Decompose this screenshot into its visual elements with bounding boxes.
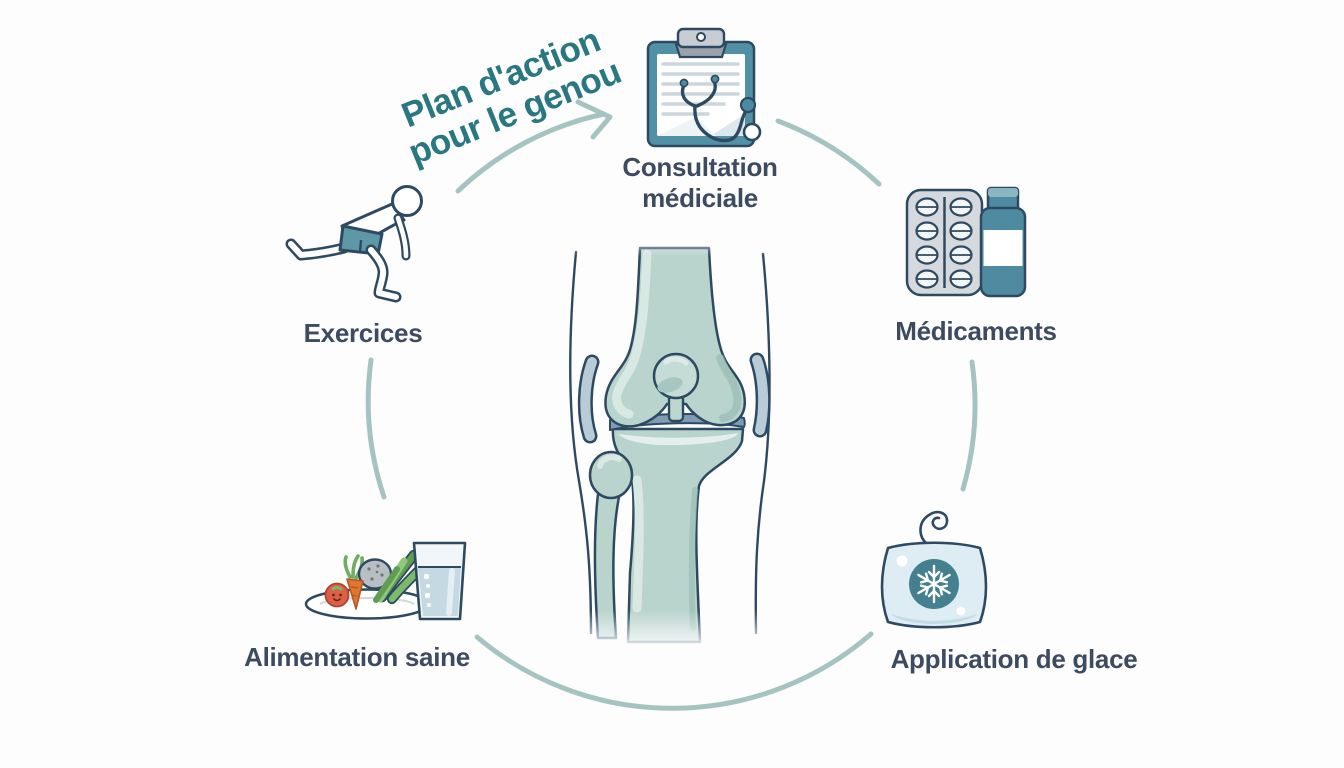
pack-twist-top: [919, 510, 949, 546]
arrow-head-icon: [575, 99, 613, 140]
ligament-patches: [577, 352, 771, 444]
medicine-bottle: [979, 186, 1027, 298]
paper-lines: [661, 62, 740, 116]
stethoscope-head: [739, 96, 757, 114]
arc-bottom: [474, 631, 874, 711]
top-fade: [540, 228, 810, 256]
arrow-shaft: [455, 111, 607, 194]
clipboard-clip: [674, 27, 728, 59]
pill-blister-pack: [905, 188, 984, 297]
arc-right: [960, 359, 978, 492]
bubbles: [424, 574, 431, 607]
label-alimentation: Alimentation saine: [244, 642, 470, 672]
clipboard-stethoscope-icon: [646, 27, 762, 148]
pill-blister-and-bottle-icon: [905, 186, 1027, 298]
carrot: [346, 578, 364, 610]
knee-joint-illustration: [540, 228, 810, 658]
bottom-fade: [540, 610, 810, 658]
plate: [304, 588, 430, 620]
label-consultation: Consultation médiciale: [540, 152, 860, 213]
label-medicaments: Médicaments: [895, 316, 1057, 346]
label-consultation-line1: Consultation: [622, 152, 778, 182]
arc-top-right: [775, 118, 882, 187]
head: [391, 185, 423, 217]
tomato-face: [324, 582, 350, 608]
water-glass: [412, 541, 467, 621]
arc-left: [365, 357, 387, 500]
ice-pack-snowflake-icon: [880, 510, 988, 629]
label-consultation-line2: médiciale: [642, 182, 758, 213]
femur-bone: [604, 246, 747, 428]
fibula-bone: [588, 450, 634, 640]
leg-outline: [569, 250, 771, 635]
healthy-plate-and-water-icon: [304, 541, 467, 621]
running-person-icon: [285, 185, 423, 303]
label-glace: Application de glace: [890, 644, 1138, 674]
patella-kneecap: [652, 352, 700, 400]
label-exercices: Exercices: [303, 318, 423, 348]
snowflake-icon: [909, 559, 959, 609]
bottle-label: [983, 230, 1023, 266]
